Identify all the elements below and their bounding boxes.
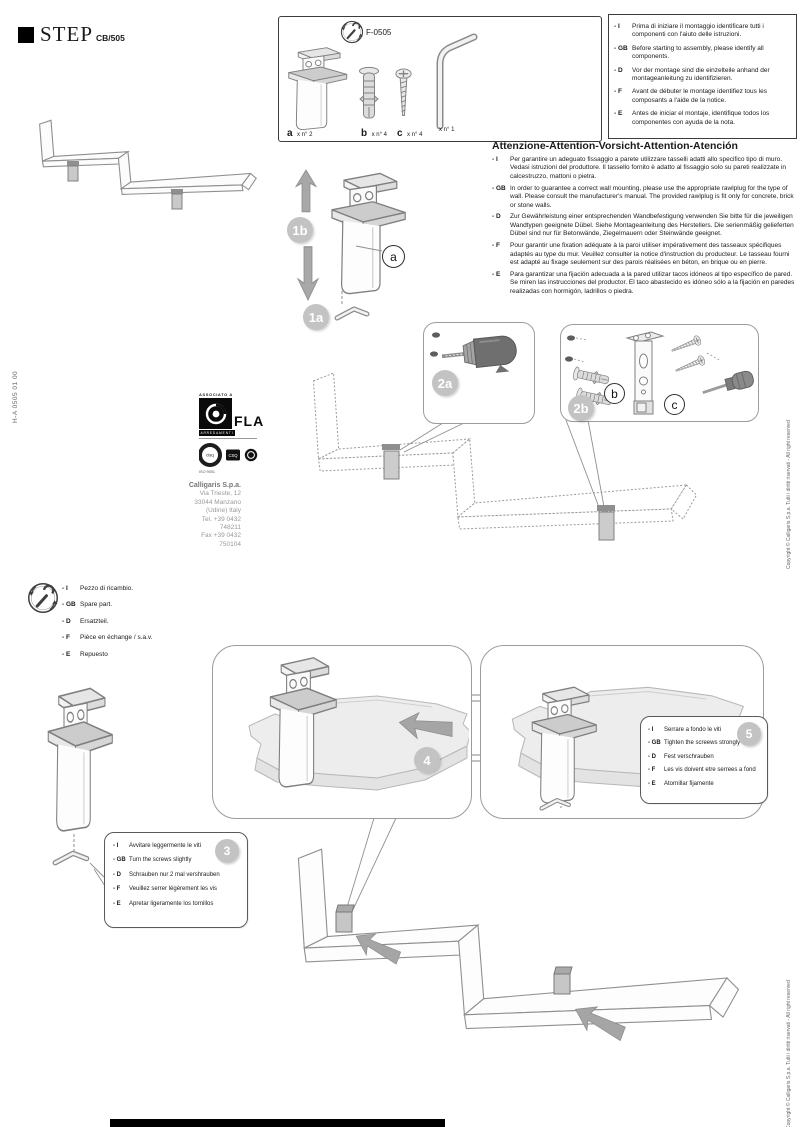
fla-logo (199, 398, 232, 429)
spare-bracket-figure (47, 687, 114, 887)
step-badge-3: 3 (215, 839, 239, 863)
company-name: Calligaris S.p.a. (188, 482, 241, 489)
cert-csq-text: CSQ (228, 453, 238, 458)
step-badge-2b: 2b (568, 395, 594, 421)
shelf-final-figure (297, 847, 740, 1047)
step1-figure (295, 169, 406, 318)
model-code: CB/505 (96, 33, 125, 43)
copyright-note: Copyright © Calligaris S.p.a. Tutti i di… (786, 980, 792, 1127)
step-badge-1b: 1b (287, 217, 313, 243)
assoc-top-label: ASSOCIATO A (199, 392, 233, 397)
certification-badges: cisq CSQ (199, 443, 258, 467)
spare-part-icon-large (27, 582, 59, 614)
part-key-label: x n° 1 (439, 127, 455, 133)
step-badge-4: 4 (414, 747, 440, 773)
fla-swirl-icon (205, 403, 226, 424)
panel5-figure (511, 686, 749, 815)
company-address: Calligaris S.p.a. Via Trieste, 12 33044 … (188, 482, 241, 548)
warning-title: Attenzione-Attention-Vorsicht-Attention-… (492, 140, 738, 152)
drill-step-box: 2a (423, 322, 535, 424)
fixing-figure (565, 331, 756, 415)
panel-step-4: 4 (212, 645, 472, 819)
parts-kit-code: F-0505 (366, 28, 392, 37)
part-b-label: b x n° 4 (361, 128, 387, 139)
shelf-overview-figure (39, 119, 257, 210)
company-block: ASSOCIATO A FLA ARREDAMENTI cisq CSQ ISO… (199, 392, 269, 474)
copyright-note: Copyright © Calligaris S.p.a. Tutti i di… (786, 420, 792, 569)
header: STEP CB/505 (18, 22, 125, 47)
fixing-step-box: b c 2b (560, 324, 759, 422)
step-badge-1a: 1a (303, 304, 329, 330)
part-b-callout: b (604, 383, 625, 404)
part-a-callout: a (382, 245, 405, 268)
shelf-mounting-figure (312, 372, 698, 541)
part-c-callout: c (664, 394, 685, 415)
part-c-label: c x n° 4 (397, 128, 423, 139)
step-badge-5: 5 (737, 722, 761, 746)
assoc-caption-line (199, 438, 257, 439)
panel4-figure (248, 657, 469, 791)
brand-square (18, 26, 34, 43)
crop-mark-bar (110, 1119, 445, 1127)
cert-cisq-text: cisq (206, 453, 214, 458)
parts-box: F-0505 a x n° 2 b x n° 4 c x n° 4 x n° 1 (278, 16, 602, 142)
cert-caption: ISO 9001 (199, 470, 216, 474)
part-a-label: a x n° 2 (287, 128, 313, 139)
pointer-lines-2 (399, 419, 606, 513)
page-title: STEP (40, 22, 94, 46)
drill-figure (430, 332, 520, 380)
fla-wordmark: FLA (234, 413, 265, 429)
step-badge-2a: 2a (432, 370, 458, 396)
warning-section: Attenzione-Attention-Vorsicht-Attention-… (492, 140, 798, 296)
doc-code: H-A 0505 01 00 (12, 370, 19, 423)
arredamenti-bar: ARREDAMENTI (199, 430, 235, 436)
